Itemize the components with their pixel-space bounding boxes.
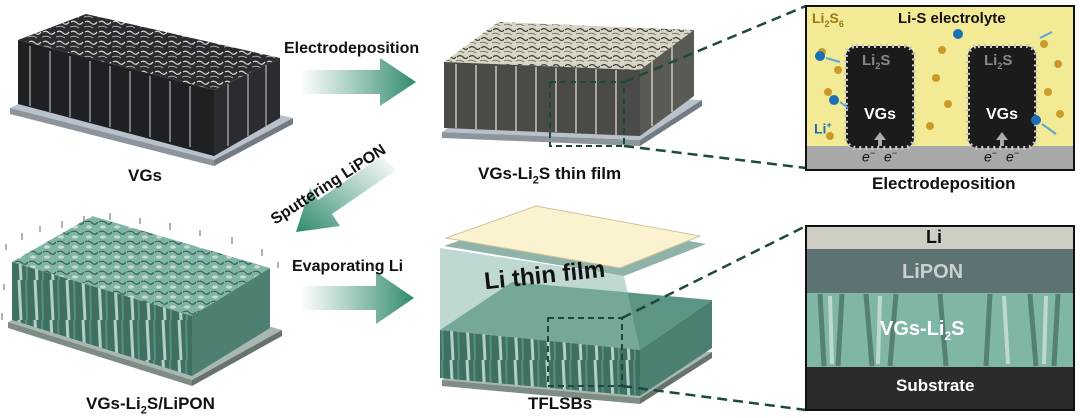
layer-vgs-li2s-label: VGs-Li2S xyxy=(880,318,965,343)
pillar1-li2s-label: Li2S xyxy=(862,52,891,71)
step-label-electrodeposition: Electrodeposition xyxy=(284,40,420,57)
arrow-evaporating xyxy=(300,272,414,324)
electron-label-2: e− xyxy=(884,148,898,165)
arrow-electrodeposition xyxy=(300,58,416,106)
pillar2-li2s-label: Li2S xyxy=(984,52,1013,71)
caption-vgs: VGs xyxy=(128,166,163,185)
pillar1-vgs-label: VGs xyxy=(864,106,897,123)
tflsbs-illustration xyxy=(440,205,712,404)
vgs-illustration xyxy=(10,14,293,166)
caption-vgs-li2s: VGs-Li2S thin film xyxy=(478,164,622,187)
vgs-li2s-lipon-illustration xyxy=(1,213,282,386)
layer-lipon-label: LiPON xyxy=(902,261,964,283)
electron-label-1: e− xyxy=(862,148,876,165)
layer-substrate-label: Substrate xyxy=(896,376,975,395)
li2s6-label: Li2S6 xyxy=(812,10,844,29)
electron-label-3: e− xyxy=(984,148,998,165)
layer-li-label: Li xyxy=(926,227,942,247)
caption-vgs-li2s-lipon: VGs-Li2S/LiPON xyxy=(86,394,215,417)
pillar2-vgs-label: VGs xyxy=(986,106,1019,123)
arrow-sputtering xyxy=(296,156,396,232)
step-label-evaporating: Evaporating Li xyxy=(292,258,404,275)
cross-section-panel xyxy=(805,225,1075,411)
electrodeposition-panel xyxy=(805,5,1075,171)
electron-label-4: e− xyxy=(1006,148,1020,165)
li-ion-label: Li+ xyxy=(814,120,832,137)
electrolyte-label: Li-S electrolyte xyxy=(898,10,1006,27)
caption-tflsbs: TFLSBs xyxy=(528,394,593,413)
vgs-li2s-illustration xyxy=(442,22,702,147)
caption-electrodeposition-panel: Electrodeposition xyxy=(872,174,1016,193)
